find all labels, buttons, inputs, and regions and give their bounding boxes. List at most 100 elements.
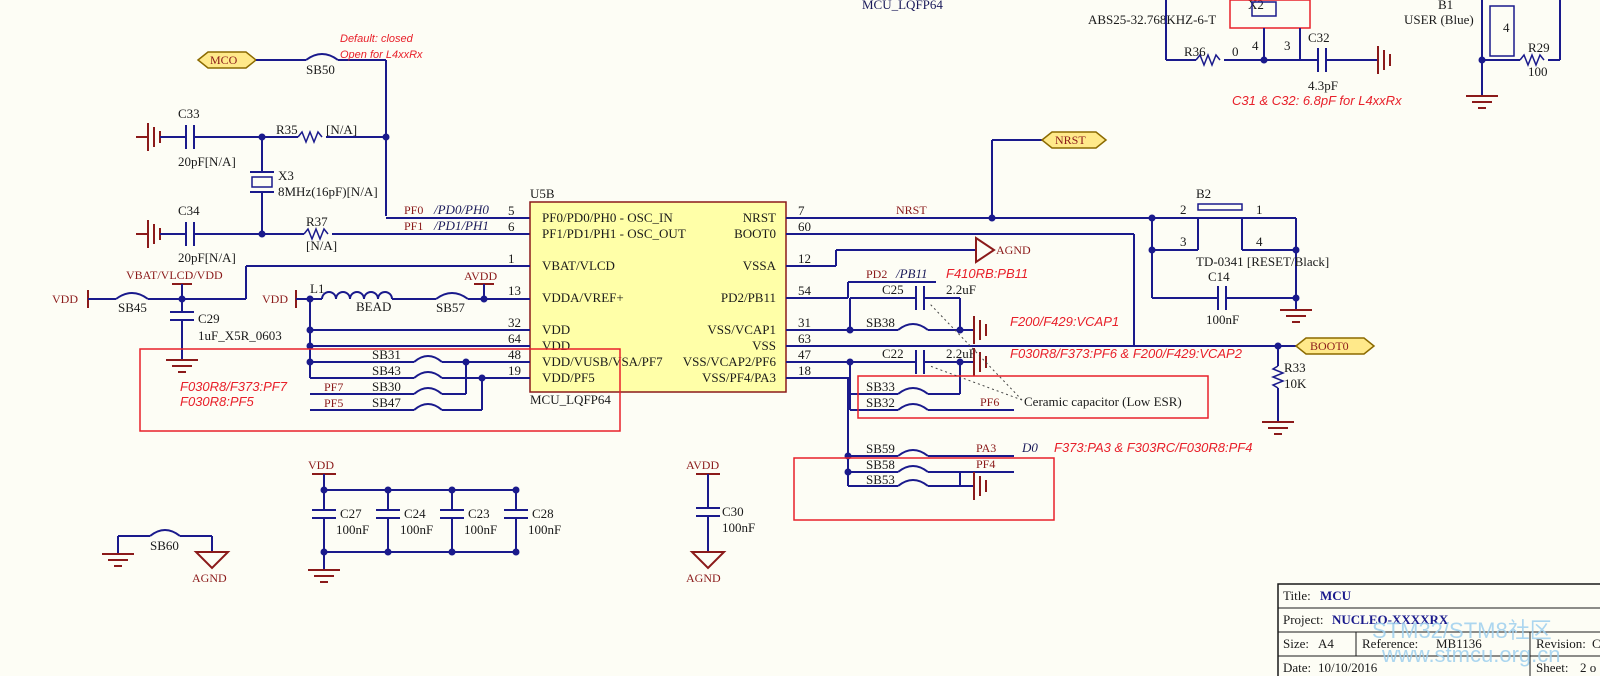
sb60-agnd-symbol [193,551,231,570]
pb11-alt: /PB11 [895,266,928,281]
ceramic-pointer [929,303,1023,401]
tb-size: A4 [1318,636,1334,651]
c31-c32-note: C31 & C32: 6.8pF for L4xxRx [1232,93,1402,108]
junction [1260,56,1268,64]
l1-ref: L1 [310,281,324,296]
pf7-pf5-highlight-box [139,348,621,432]
mcu-pin-name: VBAT/VLCD [542,258,615,273]
decoup-cap-ref: C23 [468,506,490,521]
junction [512,548,520,556]
pd2-net: PD2 [866,267,887,281]
tb-sheet-label: Sheet: [1536,660,1569,675]
sb50-note-default: Default: closed [340,33,414,45]
mcu-pin-number: 1 [508,251,515,266]
watermark-line2: www.stmcu.org.cn [1381,642,1561,667]
mcu-pin-number: 12 [798,251,811,266]
mcu-pin-number: 5 [508,203,515,218]
decoup-cap-ref: C28 [532,506,554,521]
junction [384,486,392,494]
x2-highlight-box [1229,0,1311,29]
ceramic-note: Ceramic capacitor (Low ESR) [1024,394,1182,409]
ground-symbol [1377,46,1391,74]
tb-reference: MB1136 [1436,636,1482,651]
sb50-jumper [305,53,339,61]
mcu-pin-number: 19 [508,363,521,378]
b2-actuator [1197,203,1243,211]
junction [258,230,266,238]
sb30-jumper [413,387,443,395]
mcu-pin-name: PD2/PB11 [721,290,776,305]
c30-val: 100nF [722,520,755,535]
junction [320,486,328,494]
ground-symbol [166,359,198,373]
decoup-cap-val: 100nF [464,522,497,537]
r29-resistor [1519,52,1545,68]
pf0-net: PF0 [404,203,423,217]
mcu-pin-number: 60 [798,219,811,234]
c25-val: 2.2uF [946,282,976,297]
r33-ref: R33 [1284,360,1306,375]
tb-project: NUCLEO-XXXXRX [1332,612,1449,627]
ground-symbol [136,123,161,151]
mcu-part: MCU_LQFP64 [530,392,611,407]
watermark-line1: STM32/STM8社区 [1372,618,1552,643]
decoup-cap-ref: C27 [340,506,362,521]
mcu-body [529,201,787,393]
mcu-pin-number: 7 [798,203,805,218]
sb59-label: SB59 [866,441,895,456]
mcu-pin-name: VDDA/VREF+ [542,290,624,305]
sb45-jumper [115,292,149,300]
ground-symbol [973,348,987,376]
mcu-pin-name: PF0/PD0/PH0 - OSC_IN [542,210,673,225]
note-pf5: F030R8:PF5 [180,394,254,409]
sb53-jumper [897,479,929,487]
junction [306,342,314,350]
junction [448,548,456,556]
sb50-note-open: Open for L4xxRx [340,49,423,61]
pf1-net: PF1 [404,219,423,233]
b1-pin4: 4 [1503,20,1510,35]
x2-crystal-symbol [1251,1,1277,17]
ground-symbol [308,569,340,583]
d0-label: D0 [1021,440,1038,455]
c33-val: 20pF[N/A] [178,154,236,169]
sb60-agnd-label: AGND [192,571,227,585]
r35-val: [N/A] [326,122,357,137]
l1-bead: BEAD [356,299,391,314]
pf5-net: PF5 [324,396,343,410]
x3-ref: X3 [278,168,294,183]
decoup-cap-ref: C24 [404,506,426,521]
sb38-label: SB38 [866,315,895,330]
c33-ref: C33 [178,106,200,121]
c29-ref: C29 [198,311,220,326]
sb57-jumper [435,292,469,300]
mcu-pin-name: VSS/VCAP1 [707,322,776,337]
sb47-label: SB47 [372,395,401,410]
junction [384,548,392,556]
sb58-jumper [897,465,929,473]
r36-val: 0 [1232,44,1239,59]
sb30-label: SB30 [372,379,401,394]
pf6-highlight-box [857,375,1209,419]
b2-pin4: 4 [1256,234,1263,249]
c32-val: 4.3pF [1308,78,1338,93]
mco-port: MCO [196,51,258,69]
mcu-pin-number: 64 [508,331,522,346]
r37-val: [N/A] [306,238,337,253]
sb57-label: SB57 [436,300,465,315]
tb-reference-label: Reference: [1362,636,1418,651]
pf0-alt: /PD0/PH0 [433,202,489,217]
c14-val: 100nF [1206,312,1239,327]
pf6-net: PF6 [980,395,999,409]
b2-part: TD-0341 [RESET/Black] [1196,254,1329,269]
decoup-cap-val: 100nF [528,522,561,537]
tb-title-label: Title: [1283,588,1311,603]
x2-part: ABS25-32.768KHZ-6-T [1088,12,1216,27]
r37-ref: R37 [306,214,328,229]
ground-symbol [1262,421,1294,435]
junction [320,548,328,556]
ground-symbol [1280,309,1312,323]
c30-agnd-symbol [689,551,727,570]
x3-val: 8MHz(16pF)[N/A] [278,184,378,199]
